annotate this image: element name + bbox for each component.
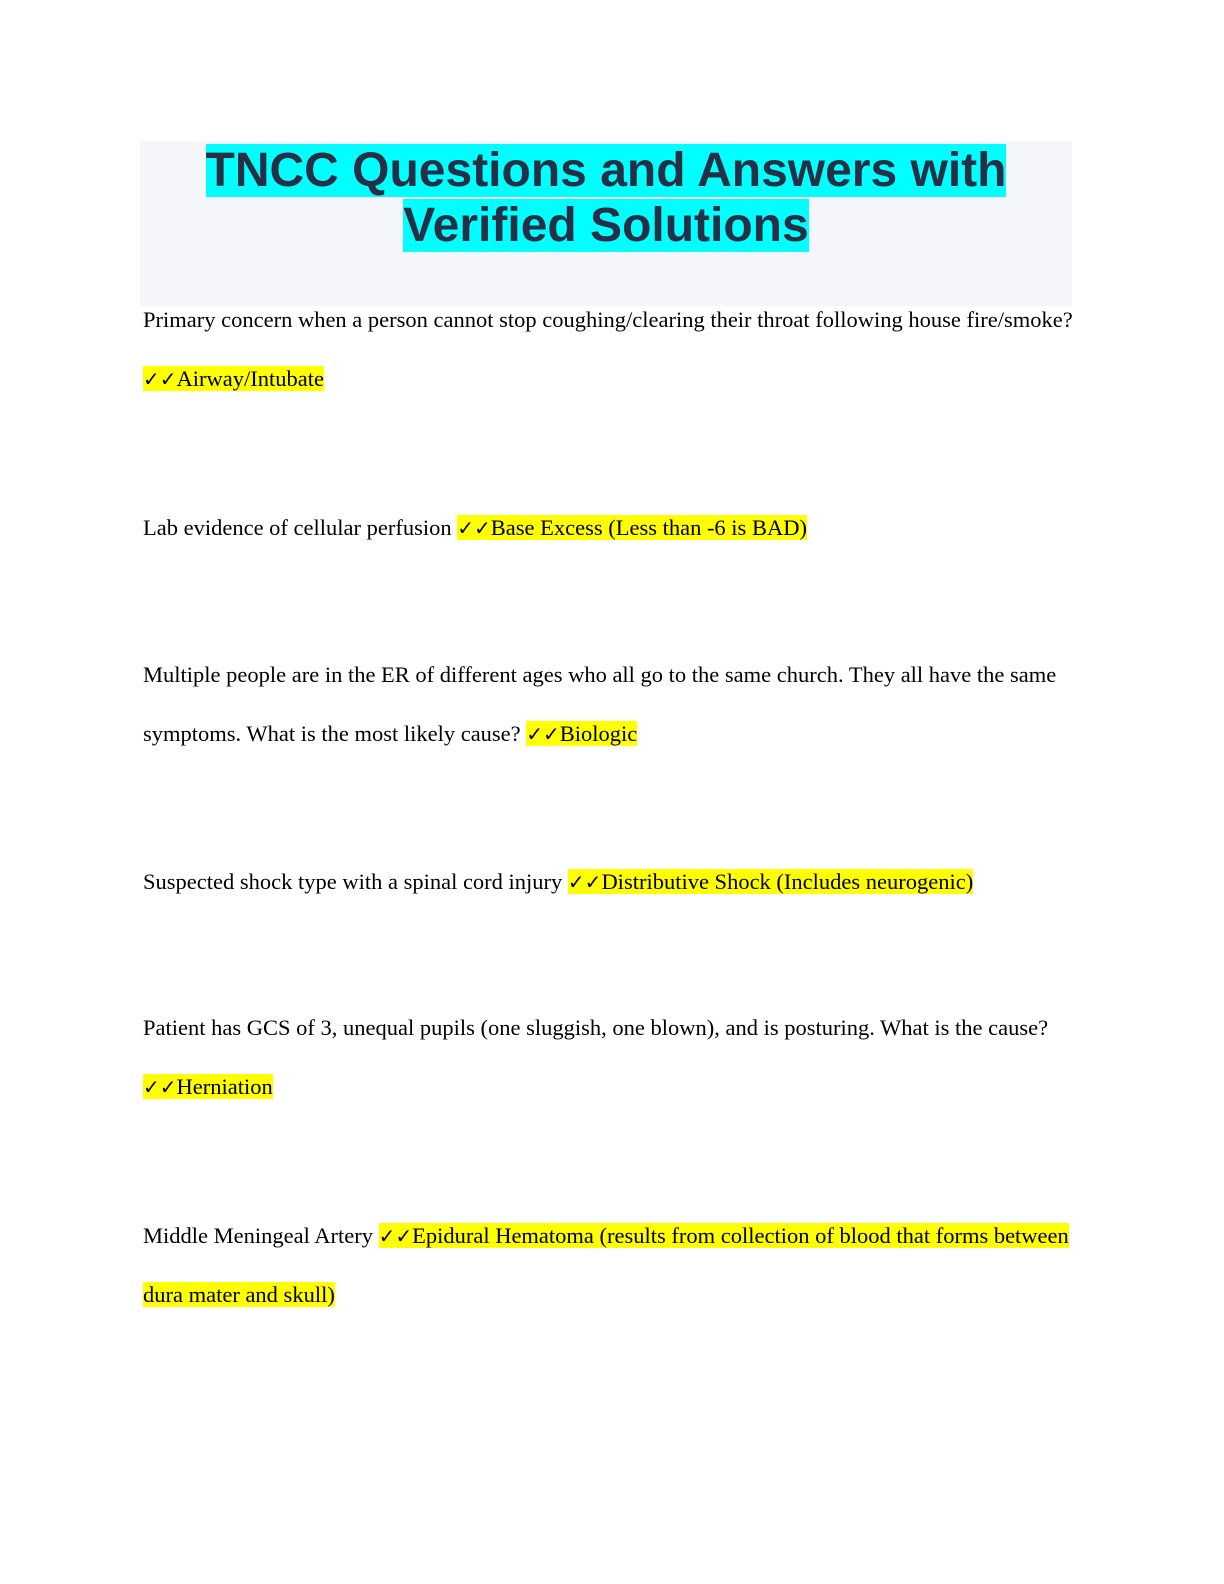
qa-item: Multiple people are in the ER of differe… <box>143 646 1073 763</box>
question-text: Lab evidence of cellular perfusion <box>143 515 458 540</box>
answer-text: Base Excess (Less than -6 is BAD) <box>490 515 807 540</box>
answer-highlight: ✓✓Base Excess (Less than -6 is BAD) <box>457 515 807 540</box>
answer-text: Herniation <box>176 1073 273 1099</box>
question-text: Primary concern when a person cannot sto… <box>143 307 1073 332</box>
question-text: Middle Meningeal Artery <box>143 1223 379 1248</box>
title-highlight: TNCC Questions and Answers with Verified… <box>205 144 1007 252</box>
answer-text: Distributive Shock (Includes neurogenic) <box>601 869 974 894</box>
answer-highlight: ✓✓Distributive Shock (Includes neurogeni… <box>567 869 974 894</box>
check-mark-icon: ✓✓ <box>378 1224 413 1248</box>
check-mark-icon: ✓✓ <box>143 366 177 391</box>
answer-text: Epidural Hematoma (results from collecti… <box>143 1223 1069 1307</box>
qa-item: Lab evidence of cellular perfusion ✓✓Bas… <box>143 499 1073 558</box>
qa-item: Patient has GCS of 3, unequal pupils (on… <box>143 999 1073 1116</box>
question-text: Patient has GCS of 3, unequal pupils (on… <box>143 1015 1049 1040</box>
document-title: TNCC Questions and Answers with Verified… <box>140 141 1072 253</box>
answer-highlight: ✓✓Herniation <box>143 1073 273 1099</box>
check-mark-icon: ✓✓ <box>526 721 560 746</box>
answer-text: Biologic <box>559 720 638 746</box>
check-mark-icon: ✓✓ <box>457 516 491 540</box>
qa-item: Suspected shock type with a spinal cord … <box>143 853 1073 912</box>
qa-item: Primary concern when a person cannot sto… <box>143 291 1073 408</box>
answer-text: Airway/Intubate <box>176 365 324 391</box>
answer-highlight: ✓✓Airway/Intubate <box>143 365 324 391</box>
question-text: Multiple people are in the ER of differe… <box>143 662 1057 746</box>
answer-highlight: ✓✓Biologic <box>526 720 638 746</box>
question-text: Suspected shock type with a spinal cord … <box>143 869 568 894</box>
check-mark-icon: ✓✓ <box>567 870 602 894</box>
title-banner: TNCC Questions and Answers with Verified… <box>140 141 1072 306</box>
check-mark-icon: ✓✓ <box>143 1074 177 1099</box>
qa-item: Middle Meningeal Artery ✓✓Epidural Hemat… <box>143 1207 1073 1324</box>
